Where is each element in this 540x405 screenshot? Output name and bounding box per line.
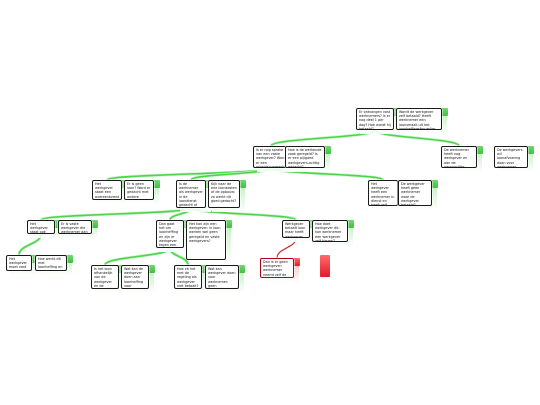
tree-node[interactable]: Wordt de werkgever zelf betaald? Heeft w… (396, 108, 448, 136)
tree-node[interactable]: Er is geen loon? Word er gedacht met and… (124, 180, 160, 206)
tree-node[interactable]: De werkgever heeft geen werknemer waar d… (398, 180, 438, 212)
tree-node[interactable]: Is de werknemer als werkgever in de loon… (176, 180, 212, 214)
tree-node[interactable]: Het werkgever staat ook loon voor vast w… (27, 220, 61, 240)
node-handle[interactable] (320, 255, 330, 277)
node-text: Wordt de werkgever zelf betaald? Heeft w… (396, 108, 442, 130)
node-text: Hoe zit het met de regeling als werkgeve… (174, 265, 202, 289)
tree-node[interactable]: Kijk naar de ene loonkosten of de opbouw… (208, 180, 246, 214)
node-text: Is de werknemer als werkgever in de loon… (176, 180, 206, 208)
tree-node[interactable]: Er ontvangen vast werknemers? Is er nog … (356, 108, 400, 136)
tree-node[interactable]: Is het loon afhankelijk van de werkgever… (91, 265, 125, 295)
tree-node[interactable]: Er is vaste werkgever die werknemer aan … (58, 220, 98, 240)
node-text: Dan gaat het om loonheffing en zijn er w… (156, 220, 184, 248)
node-text: Dan is er geen werkgever: werknemer neem… (260, 258, 294, 278)
node-text: Wat kan de werkgever doen aan loonheffin… (121, 265, 149, 289)
node-text: De werknemer heeft nog werkgever en aan … (441, 146, 477, 168)
node-text: Is er nog sprake van een vaste werkgever… (253, 146, 289, 168)
node-text: Het werkgever moet vast werknemer nemen? (6, 255, 32, 271)
node-text: Er ontvangen vast werknemers? Is er nog … (356, 108, 394, 130)
tree-node[interactable]: Hoe is de werkende zaak geregeld? Is er … (285, 146, 331, 174)
tree-node[interactable]: Werkgever betaalt loon maar heeft werkge… (282, 220, 316, 244)
node-text: Wat kan werkgever doen voor werknemer: g… (205, 265, 239, 289)
node-text: Kijk naar de ene loonkosten of de opbouw… (208, 180, 240, 208)
tree-node[interactable]: Hoe zit het met de regeling als werkgeve… (174, 265, 208, 295)
tree-node[interactable]: Dan is er geen werkgever: werknemer neem… (260, 258, 300, 284)
tree-node[interactable]: De werkgevers wil loonafvoering doen voo… (494, 146, 534, 174)
node-text: Het werkgever heeft een werknemer in die… (368, 180, 398, 206)
node-text: De werkgevers wil loonafvoering doen voo… (494, 146, 528, 168)
node-text: Hoe is de werkende zaak geregeld? Is er … (285, 146, 325, 168)
tree-node[interactable]: De werknemer heeft nog werkgever en aan … (441, 146, 483, 174)
node-text: Er is vaste werkgever die werknemer aan … (58, 220, 92, 234)
tree-node[interactable]: Hoe werkt dit met loonheffing en de werk… (35, 255, 73, 277)
node-text: Er is geen loon? Word er gedacht met and… (124, 180, 154, 200)
node-text: Werkgever betaalt loon maar heeft werkge… (282, 220, 310, 238)
node-text: Hoe doet werkgever dit: kan werknemer ee… (312, 220, 348, 242)
tree-node[interactable]: Het kan zijn een werkgever: in loon werk… (186, 220, 232, 266)
tree-node[interactable]: Wat kan werkgever doen voor werknemer: g… (205, 265, 245, 295)
tree-node[interactable]: Wat kan de werkgever doen aan loonheffin… (121, 265, 155, 295)
tree-node[interactable]: Het werkgever heeft een werknemer in die… (368, 180, 404, 212)
tree-node[interactable]: Hoe doet werkgever dit: kan werknemer ee… (312, 220, 354, 248)
node-text: Het werkgever staat ook loon voor vast w… (27, 220, 55, 234)
node-text: Is het loon afhankelijk van de werkgever… (91, 265, 119, 289)
tree-node[interactable]: Dan gaat het om loonheffing en zijn er w… (156, 220, 190, 254)
node-text: Het kan zijn een werkgever: in loon werk… (186, 220, 226, 260)
tree-node[interactable]: Het werkgever moet vast werknemer nemen? (6, 255, 38, 277)
tree-node[interactable] (320, 255, 336, 283)
connector-line (40, 207, 192, 221)
node-text: Het werkgever staat een overeenkomst voo… (92, 180, 122, 200)
node-text: De werkgever heeft geen werknemer waar d… (398, 180, 432, 206)
tree-node[interactable]: Het werkgever staat een overeenkomst voo… (92, 180, 128, 206)
node-text: Hoe werkt dit met loonheffing en de werk… (35, 255, 67, 271)
